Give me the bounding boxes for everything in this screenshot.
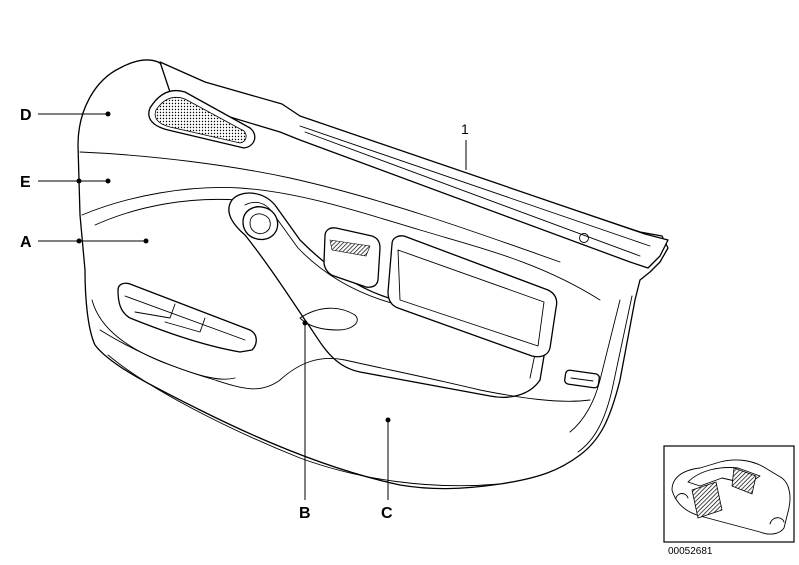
panel-right-inner-edge <box>569 299 621 433</box>
top-rail-groove <box>299 125 651 257</box>
switch-recess-left-shade <box>329 239 371 257</box>
thumbnail-door-left-highlight <box>691 481 723 519</box>
car-location-thumbnail: 00052681 <box>663 445 795 557</box>
handle-cup-inner <box>249 213 271 234</box>
diagram-id-label: 00052681 <box>668 546 713 557</box>
handle-cup <box>242 206 279 241</box>
callout-E-label: E <box>20 174 31 191</box>
callout-C-label: C <box>381 505 393 522</box>
door-badge-text-mark <box>570 377 594 382</box>
callout-B-dot <box>302 320 308 326</box>
panel-right-edge <box>577 295 633 453</box>
speaker-grille-mesh <box>154 96 247 144</box>
map-pocket-left-lip <box>124 295 246 341</box>
upper-section-divider <box>79 151 561 263</box>
armrest-inner-contour <box>94 198 239 226</box>
switch-recess-right <box>387 235 558 358</box>
callout-C-dot <box>385 417 391 423</box>
callout-D-dot <box>105 111 111 117</box>
callout-E-dot-a <box>76 178 82 184</box>
thumbnail-door-right-highlight <box>731 467 757 495</box>
rail-screw-hole <box>579 233 589 243</box>
thumbnail-frame <box>663 445 795 543</box>
callout-A-dot-b <box>143 238 149 244</box>
thumbnail-car-wheel-front <box>769 517 785 525</box>
map-pocket-left-divider <box>134 303 206 333</box>
part-number-1-label: 1 <box>461 121 469 137</box>
pull-handle-pocket <box>299 307 358 331</box>
armrest-upper-contour <box>81 187 601 301</box>
callout-D-label: D <box>20 107 32 124</box>
thumbnail-car-wheel-rear <box>675 493 689 499</box>
callout-E-dot-b <box>105 178 111 184</box>
lower-shell-contour-2 <box>91 299 236 380</box>
map-pocket-left <box>117 282 257 353</box>
switch-recess-right-inner <box>397 249 545 347</box>
callout-B-label: B <box>299 505 311 522</box>
door-trim-panel <box>77 59 669 490</box>
door-badge <box>564 369 600 389</box>
door-handle-grip <box>228 192 547 398</box>
callout-A-label: A <box>20 234 32 251</box>
callout-A-dot-a <box>76 238 82 244</box>
callouts: D E A B C 1 <box>20 107 469 522</box>
panel-lower-edge <box>107 354 501 487</box>
